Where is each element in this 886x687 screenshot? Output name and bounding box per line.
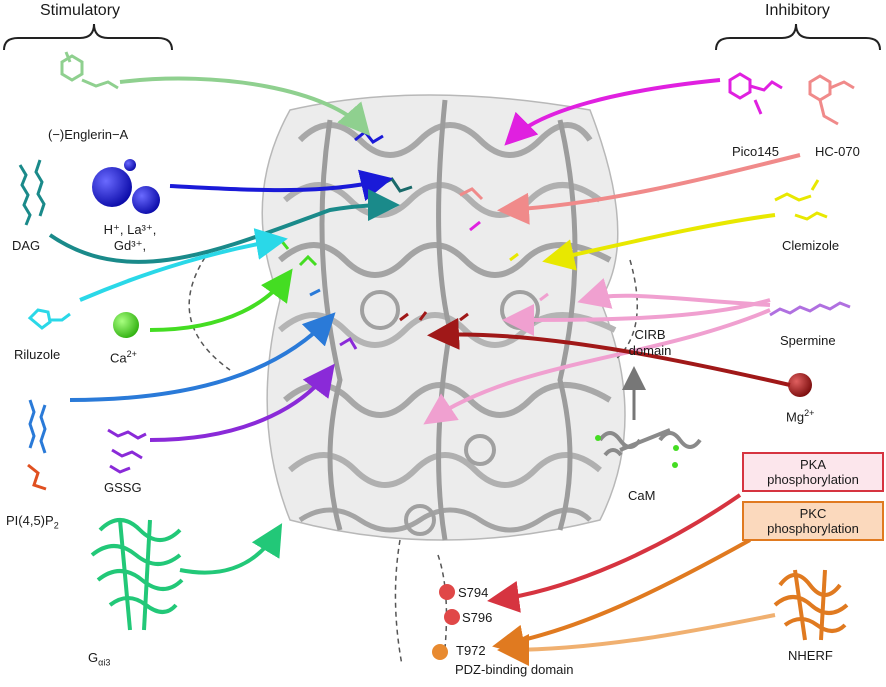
spermine-molecule bbox=[769, 301, 851, 317]
magnesium-sphere bbox=[788, 373, 812, 397]
spermine-label: Spermine bbox=[780, 333, 836, 348]
cirb-label-line2: domain bbox=[628, 343, 672, 358]
inhibitory-bracket bbox=[715, 23, 881, 51]
pip2-label: PI(4,5)P2 bbox=[6, 513, 59, 531]
clemizole-molecule bbox=[774, 179, 828, 221]
nherf-label: NHERF bbox=[788, 648, 833, 663]
pico145-label: Pico145 bbox=[732, 144, 779, 159]
cirb-label-line1: CIRB bbox=[634, 327, 666, 342]
dag-molecule bbox=[18, 159, 46, 226]
hc070-label: HC-070 bbox=[815, 144, 860, 159]
t972-site bbox=[432, 644, 448, 660]
riluzole-arrow bbox=[79, 228, 288, 302]
pico145-molecule bbox=[728, 72, 783, 115]
englerin-a-molecule bbox=[60, 51, 119, 90]
stimulatory-bracket bbox=[3, 23, 173, 51]
clemizole-arrow bbox=[542, 213, 776, 271]
s796-label: S796 bbox=[462, 610, 493, 625]
nherf-arrow bbox=[497, 613, 776, 666]
pkc-line2: phosphorylation bbox=[767, 521, 859, 536]
pico145-arrow bbox=[504, 78, 721, 146]
cation-sphere-small bbox=[124, 159, 136, 171]
s794-site bbox=[439, 584, 455, 600]
inhibitory-heading: Inhibitory bbox=[765, 2, 830, 19]
cation-sphere-medium bbox=[132, 186, 160, 214]
stimulatory-heading: Stimulatory bbox=[40, 2, 121, 19]
calcium-label: Ca2+ bbox=[110, 349, 137, 366]
cations-arrow bbox=[169, 169, 393, 201]
cations-label-line1: H⁺, La³⁺, bbox=[103, 222, 157, 237]
spermine-arrow-2 bbox=[577, 278, 771, 309]
pka-line1: PKA bbox=[799, 457, 826, 472]
galpha-label: Gαi3 bbox=[88, 650, 111, 668]
pkc-line1: PKC bbox=[799, 506, 827, 521]
calcium-arrow bbox=[149, 268, 293, 332]
s794-label: S794 bbox=[458, 585, 489, 600]
englerin-label: (−)Englerin−A bbox=[48, 127, 129, 142]
hc070-arrow bbox=[497, 153, 801, 225]
galpha-protein bbox=[90, 518, 184, 631]
pka-arrow bbox=[487, 493, 742, 613]
magnesium-arrow bbox=[427, 317, 791, 387]
spermine-arrow-1 bbox=[502, 298, 771, 336]
dag-label: DAG bbox=[12, 238, 41, 253]
pka-line2: phosphorylation bbox=[767, 472, 859, 487]
riluzole-label: Riluzole bbox=[14, 347, 61, 362]
magnesium-label: Mg2+ bbox=[786, 408, 815, 425]
nherf-protein bbox=[773, 569, 849, 641]
gssg-molecule bbox=[107, 428, 147, 474]
gssg-label: GSSG bbox=[104, 480, 142, 495]
cations-label-line2: Gd³⁺, bbox=[113, 238, 147, 253]
englerin-arrow bbox=[119, 76, 371, 137]
cation-sphere-large bbox=[92, 167, 132, 207]
pdz-binding-label: PDZ-binding domain bbox=[455, 662, 574, 677]
cam-label: CaM bbox=[628, 488, 656, 503]
pka-phosphorylation-box: PKA phosphorylation bbox=[742, 452, 884, 492]
spermine-arrow-3 bbox=[423, 308, 771, 425]
s796-site bbox=[444, 609, 460, 625]
pkc-arrow bbox=[492, 538, 751, 657]
trpc-channel-structure bbox=[188, 94, 639, 666]
calcium-sphere bbox=[113, 312, 139, 338]
pkc-phosphorylation-box: PKC phosphorylation bbox=[742, 501, 884, 541]
pip2-arrow bbox=[69, 312, 336, 402]
riluzole-molecule bbox=[27, 308, 71, 330]
hc070-molecule bbox=[808, 74, 855, 126]
pip2-molecule bbox=[27, 399, 47, 491]
galpha-arrow bbox=[179, 523, 283, 575]
calmodulin-structure bbox=[595, 428, 702, 468]
clemizole-label: Clemizole bbox=[782, 238, 840, 253]
t972-label: T972 bbox=[456, 643, 486, 658]
gssg-arrow bbox=[149, 363, 335, 442]
